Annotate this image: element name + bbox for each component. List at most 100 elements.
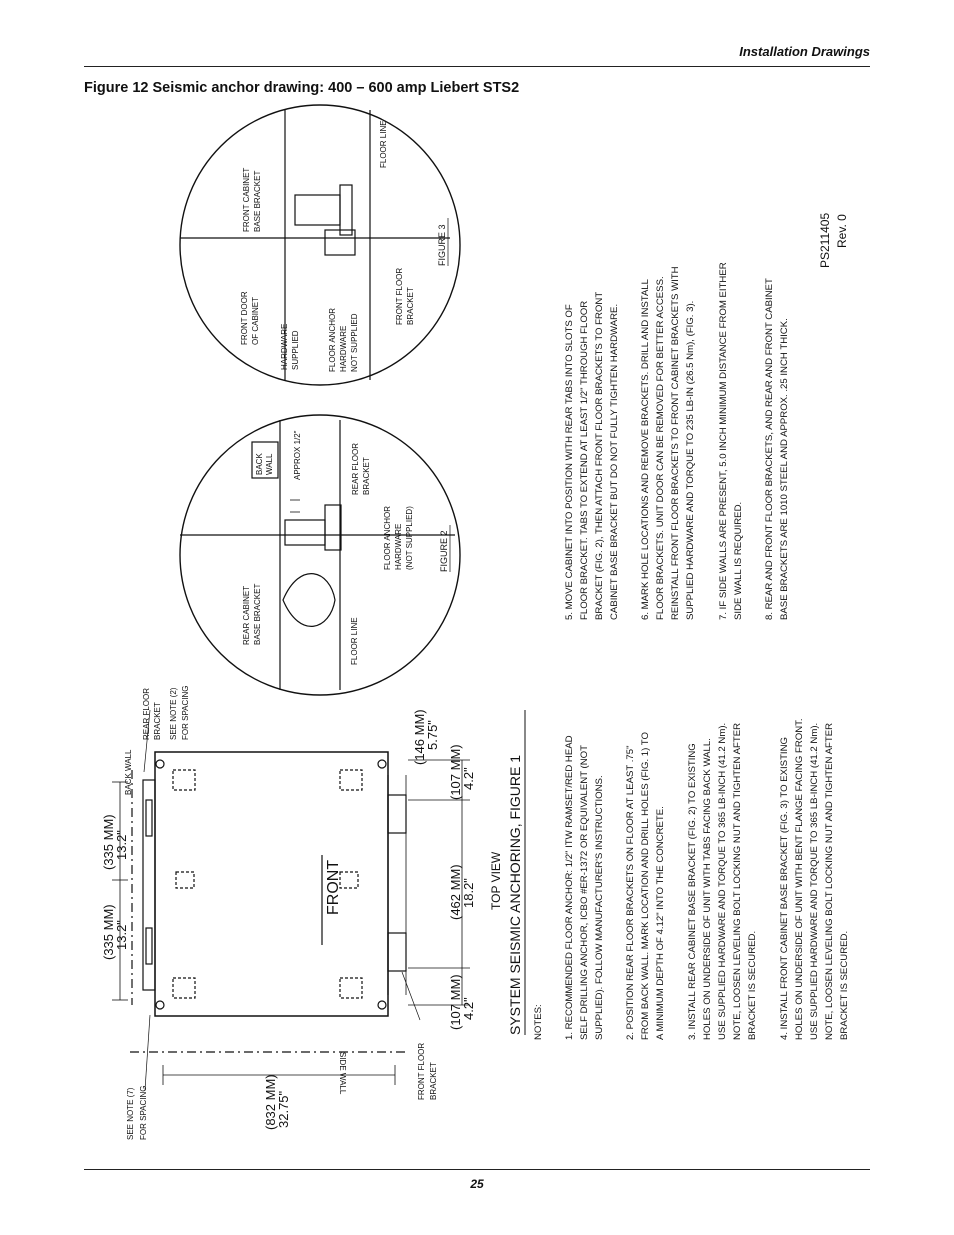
note-4-line-4: NOTE, LOOSEN LEVELING BOLT LOCKING NUT A…	[824, 723, 835, 1040]
leveling-foot	[339, 977, 363, 999]
part-number: PS211405	[818, 213, 832, 268]
figure-3-circle	[179, 104, 461, 386]
note-8-line-2: BASE BRACKETS ARE 1010 STEEL AND APPROX.…	[779, 318, 790, 620]
leveling-foot	[339, 769, 363, 791]
note-5-line-3: BRACKET (FIG. 2), THEN ATTACH FRONT FLOO…	[594, 292, 605, 620]
fig3-front-floor-2: BRACKET	[406, 287, 415, 325]
section-header: Installation Drawings	[739, 44, 870, 59]
rear-slot	[145, 927, 153, 965]
leader-line	[401, 971, 421, 1021]
figure-2-circle	[179, 414, 461, 696]
label-front-floor-2: BRACKET	[429, 1062, 438, 1100]
leveling-foot	[339, 871, 359, 889]
fig2-anchor-1: FLOOR ANCHOR	[383, 506, 392, 570]
dim3-in: 32.75"	[276, 1090, 291, 1128]
top-view-figure	[112, 709, 470, 1091]
figure-2-detail	[179, 414, 461, 696]
rear-bracket-shape	[284, 519, 326, 546]
leader-line	[143, 709, 151, 773]
fig3-front-door-1: FRONT DOOR	[240, 291, 249, 345]
rear-slot	[145, 799, 153, 837]
note-4-line-1: 4. INSTALL FRONT CABINET BASE BRACKET (F…	[779, 737, 790, 1040]
label-see-note7-2: FOR SPACING	[139, 1085, 148, 1140]
notes-heading: NOTES:	[533, 1004, 544, 1040]
corner-bolt	[155, 1000, 165, 1010]
note-7-line-2: SIDE WALL IS REQUIRED.	[733, 502, 744, 620]
fig2-approx: APPROX 1/2"	[293, 430, 302, 480]
note-3-line-4: NOTE, LOOSEN LEVELING BOLT LOCKING NUT A…	[732, 723, 743, 1040]
dim5-in: 4.2"	[461, 767, 476, 790]
note-8-line-1: 8. REAR AND FRONT FLOOR BRACKETS, AND RE…	[764, 278, 775, 620]
note-4-line-3: USE SUPPLIED HARDWARE AND TORQUE TO 365 …	[809, 723, 820, 1040]
floor-bracket-shape	[324, 229, 356, 256]
dim6-in: 18.2"	[461, 878, 476, 908]
note-5-line-4: CABINET BASE BRACKET BUT DO NOT FULLY TI…	[609, 304, 620, 620]
note-3-line-5: BRACKET IS SECURED.	[747, 931, 758, 1040]
leveling-foot-shape	[282, 573, 336, 627]
dim3-mm: (832 MM)	[263, 1074, 278, 1130]
cabinet-outline	[154, 751, 389, 1017]
dim7-in: 4.2"	[461, 997, 476, 1020]
fig2-floor-line: FLOOR LINE	[350, 617, 359, 665]
foot-shape	[339, 184, 353, 236]
fig2-caption: FIGURE 2	[439, 530, 449, 572]
fig2-rear-cab-2: BASE BRACKET	[253, 584, 262, 645]
dim6-mm: (462 MM)	[448, 864, 463, 920]
label-side-wall: SIDE WALL	[338, 1052, 347, 1095]
corner-bolt	[377, 1000, 387, 1010]
corner-bolt	[377, 759, 387, 769]
label-rear-floor-4: FOR SPACING	[181, 685, 190, 740]
header-rule	[84, 66, 870, 67]
note-2-line-1: 2. POSITION REAR FLOOR BRACKETS ON FLOOR…	[625, 746, 636, 1041]
note-4-line-5: BRACKET IS SECURED.	[839, 931, 850, 1040]
fig2-rear-floor-2: BRACKET	[362, 457, 371, 495]
label-rear-floor-2: BRACKET	[153, 702, 162, 740]
back-wall-box	[251, 441, 279, 479]
note-5-line-2: FLOOR BRACKET. TABS TO EXTEND AT LEAST 1…	[579, 301, 590, 620]
dim7-mm: (107 MM)	[448, 974, 463, 1030]
dim4-mm: (146 MM)	[412, 709, 427, 765]
dim2-mm: (335 MM)	[101, 904, 116, 960]
note-5-line-1: 5. MOVE CABINET INTO POSITION WITH REAR …	[564, 304, 575, 620]
note-6-line-1: 6. MARK HOLE LOCATIONS AND REMOVE BRACKE…	[640, 278, 651, 620]
dim4-in: 5.75"	[425, 720, 440, 750]
note-1-line-1: 1. RECOMMENDED FLOOR ANCHOR: 1/2" ITW RA…	[564, 735, 575, 1040]
fig3-anchor-3: NOT SUPPLIED	[350, 313, 359, 372]
note-6-line-2: FLOOR BRACKETS. UNIT DOOR CAN BE REMOVED…	[655, 276, 666, 620]
note-3-line-1: 3. INSTALL REAR CABINET BASE BRACKET (FI…	[687, 743, 698, 1040]
leader-line	[144, 1014, 151, 1091]
leveling-foot	[175, 871, 195, 889]
note-6-line-4: SUPPLIED HARDWARE AND TORQUE TO 235 LB-I…	[685, 301, 696, 620]
anchoring-title: SYSTEM SEISMIC ANCHORING, FIGURE 1	[507, 755, 523, 1035]
corner-bolt	[155, 759, 165, 769]
note-4-line-2: HOLES ON UNDERSIDE OF UNIT WITH BENT FLA…	[794, 718, 805, 1040]
fig2-anchor-3: (NOT SUPPLIED)	[405, 506, 414, 570]
note-1-line-3: SUPPLIED). FOLLOW MANUFACTURER'S INSTRUC…	[594, 775, 605, 1040]
figure-title: Figure 12 Seismic anchor drawing: 400 – …	[84, 80, 520, 96]
front-floor-bracket	[387, 932, 407, 972]
fig3-anchor-2: HARDWARE	[339, 326, 348, 372]
fig3-front-cab-1: FRONT CABINET	[242, 168, 251, 232]
fig3-hardware-2: SUPPLIED	[291, 330, 300, 370]
dim1-in: 13.2"	[114, 830, 129, 860]
note-7-line-1: 7. IF SIDE WALLS ARE PRESENT, 5.0 INCH M…	[718, 262, 729, 620]
front-bracket-shape	[294, 194, 341, 226]
fig3-caption: FIGURE 3	[437, 224, 447, 266]
label-rear-floor-1: REAR FLOOR	[142, 688, 151, 740]
fig2-rear-cab-1: REAR CABINET	[242, 586, 251, 645]
front-floor-bracket	[387, 794, 407, 834]
label-back-wall: BACK WALL	[124, 749, 133, 795]
fig3-front-floor-1: FRONT FLOOR	[395, 268, 404, 325]
fig3-front-cab-2: BASE BRACKET	[253, 171, 262, 232]
figure-3-detail	[179, 104, 461, 386]
fig3-hardware-1: HARDWARE	[280, 324, 289, 370]
fig3-front-door-2: OF CABINET	[251, 297, 260, 345]
label-rear-floor-3: SEE NOTE (2)	[169, 687, 178, 740]
fig2-back-wall-1: BACK	[255, 453, 264, 475]
dim5-mm: (107 MM)	[448, 744, 463, 800]
note-3-line-2: HOLES ON UNDERSIDE OF UNIT WITH TABS FAC…	[702, 738, 713, 1040]
dim1-mm: (335 MM)	[101, 814, 116, 870]
fig2-rear-floor-1: REAR FLOOR	[351, 443, 360, 495]
note-3-line-3: USE SUPPLIED HARDWARE AND TORQUE TO 365 …	[717, 723, 728, 1040]
